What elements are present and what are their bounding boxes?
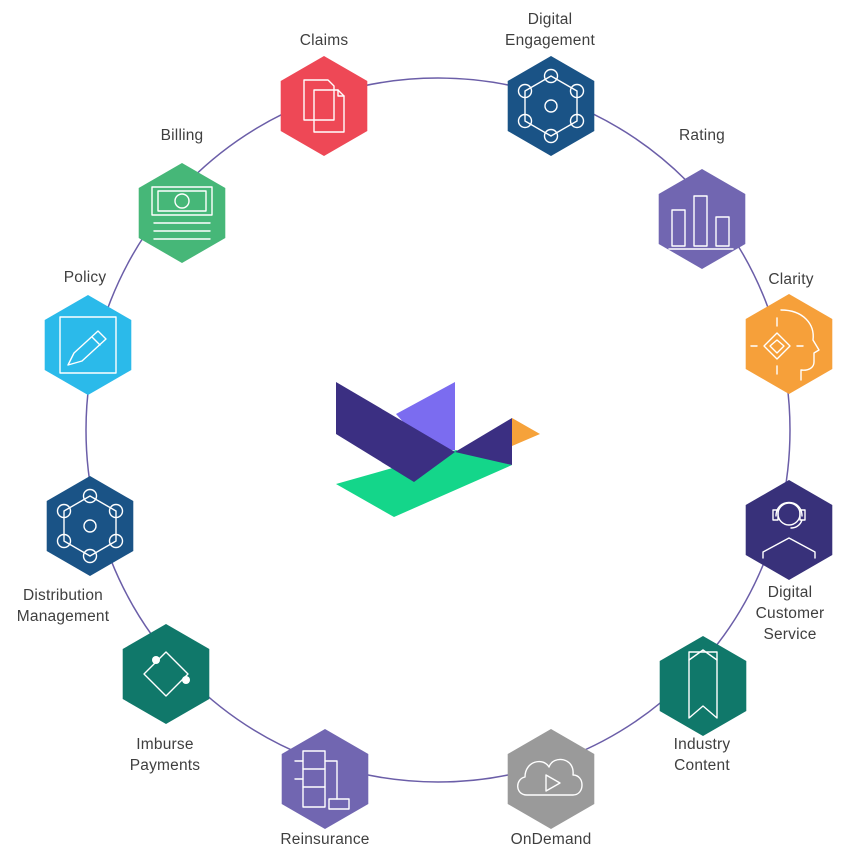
network-icon: [56, 488, 124, 564]
label-rating: Rating: [679, 125, 725, 146]
policy-module-node[interactable]: [44, 295, 132, 395]
label-imburse-payments: Imburse Payments: [130, 734, 201, 776]
billing-hexagon: [138, 163, 226, 263]
label-ondemand: OnDemand: [511, 829, 592, 850]
billing-module-node[interactable]: [138, 163, 226, 263]
label-distribution-management-line-1: Distribution: [23, 587, 103, 604]
documents-icon: [303, 79, 345, 133]
digital-customer-service-hexagon: [745, 480, 833, 580]
head-insight-icon: [750, 309, 820, 381]
logo-orange-beak: [512, 418, 540, 446]
label-industry-content-line-1: Industry: [673, 736, 731, 753]
logo-dark-tail: [455, 418, 512, 465]
rating-module-node[interactable]: [658, 169, 746, 269]
label-digital-customer-service: Digital Customer Service: [756, 582, 825, 645]
label-ondemand-line-1: OnDemand: [510, 831, 592, 848]
ondemand-hexagon: [507, 729, 595, 829]
label-industry-content: Industry Content: [674, 734, 731, 776]
label-digital-customer-service-line-2: Customer: [755, 605, 825, 622]
label-digital-customer-service-line-3: Service: [763, 626, 817, 643]
logo-dark-body: [336, 382, 455, 482]
label-reinsurance: Reinsurance: [280, 829, 369, 850]
clarity-module-node[interactable]: [745, 294, 833, 394]
label-imburse-payments-line-2: Payments: [129, 757, 201, 774]
label-billing-line-1: Billing: [160, 127, 204, 144]
rating-hexagon: [658, 169, 746, 269]
policy-hexagon: [44, 295, 132, 395]
label-digital-engagement-line-1: Digital: [527, 11, 573, 28]
label-digital-engagement-line-2: Engagement: [505, 32, 595, 49]
label-industry-content-line-2: Content: [674, 757, 730, 774]
flowchart-icon: [294, 750, 350, 810]
network-icon: [517, 68, 585, 144]
label-rating-line-1: Rating: [678, 127, 726, 144]
label-distribution-management: Distribution Management: [17, 585, 109, 627]
label-policy-line-1: Policy: [63, 269, 107, 286]
logo-violet-wing: [396, 382, 455, 452]
label-imburse-payments-line-1: Imburse: [136, 736, 194, 753]
label-digital-customer-service-line-1: Digital: [767, 584, 813, 601]
label-clarity: Clarity: [768, 269, 813, 290]
logo-green-wing: [336, 450, 512, 517]
imburse-payments-module-node[interactable]: [122, 624, 210, 724]
bookmark-icon: [688, 649, 718, 719]
industry-content-module-node[interactable]: [659, 636, 747, 736]
claims-module-node[interactable]: [280, 56, 368, 156]
label-billing: Billing: [161, 125, 204, 146]
label-distribution-management-line-2: Management: [16, 608, 110, 625]
bar-chart-icon: [668, 195, 734, 250]
industry-content-hexagon: [659, 636, 747, 736]
clarity-hexagon: [745, 294, 833, 394]
connecting-ring: [85, 77, 791, 783]
digital-engagement-hexagon: [507, 56, 595, 156]
headset-agent-icon: [762, 501, 816, 559]
distribution-management-module-node[interactable]: [46, 476, 134, 576]
label-claims: Claims: [300, 30, 349, 51]
digital-engagement-module-node[interactable]: [507, 56, 595, 156]
distribution-management-hexagon: [46, 476, 134, 576]
label-reinsurance-line-1: Reinsurance: [280, 831, 370, 848]
label-policy: Policy: [64, 267, 107, 288]
ondemand-module-node[interactable]: [507, 729, 595, 829]
reinsurance-module-node[interactable]: [281, 729, 369, 829]
label-clarity-line-1: Clarity: [768, 271, 814, 288]
digital-customer-service-module-node[interactable]: [745, 480, 833, 580]
label-digital-engagement: Digital Engagement: [505, 9, 595, 51]
claims-hexagon: [280, 56, 368, 156]
payment-cycle-icon: [143, 651, 190, 697]
pen-document-icon: [59, 316, 117, 374]
cloud-play-icon: [517, 758, 583, 796]
imburse-payments-hexagon: [122, 624, 210, 724]
label-claims-line-1: Claims: [299, 32, 349, 49]
brand-logo: [336, 382, 540, 517]
bill-icon: [151, 186, 213, 240]
